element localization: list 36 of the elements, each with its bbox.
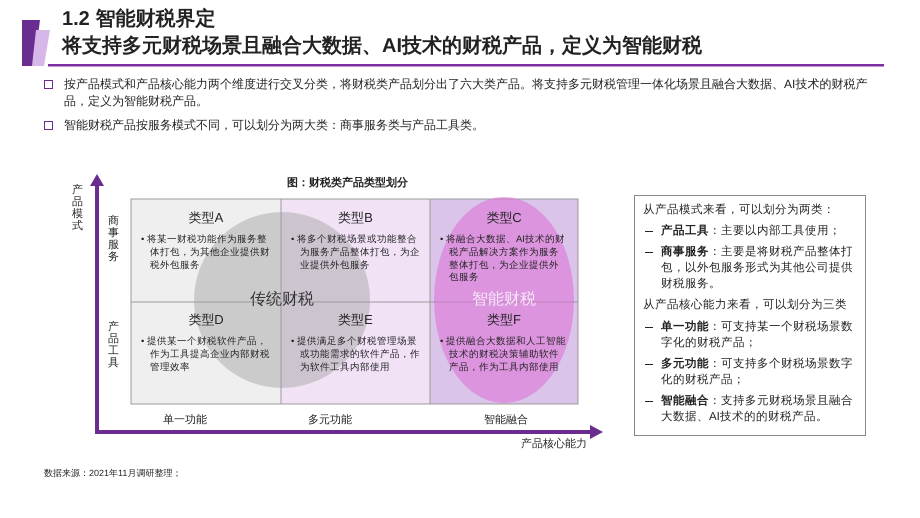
axis-label: 产品模式 xyxy=(72,184,83,232)
quadrant-heading: 类型A xyxy=(188,209,224,227)
bullet-text: 智能财税产品按服务模式不同，可以划分为两大类：商事服务类与产品工具类。 xyxy=(64,117,485,134)
quadrant-description: • 提供满足多个财税管理场景或功能需求的软件产品，作为软件工具内部使用 xyxy=(291,336,420,374)
figure-caption: 图：财税类产品类型划分 xyxy=(287,176,408,190)
quadrant-heading: 类型C xyxy=(486,209,522,227)
quadrant-heading: 类型F xyxy=(487,311,521,329)
column-label: 单一功能 xyxy=(163,413,207,427)
quadrant-description: • 将某一财税功能作为服务整体打包，为其他企业提供财税外包服务 xyxy=(141,234,271,272)
quadrant-description: • 将多个财税场景或功能整合为服务产品整体打包，为企业提供外包服务 xyxy=(291,234,420,272)
quadrant-description: • 提供某一个财税软件产品，作为工具提高企业内部财税管理效率 xyxy=(141,336,271,374)
region-label: 传统财税 xyxy=(250,290,314,310)
axis-label: 产品核心能力 xyxy=(521,436,587,451)
slide-title: 1.2 智能财税界定 xyxy=(62,6,216,32)
bullet-text: 按产品模式和产品核心能力两个维度进行交叉分类，将财税类产品划分出了六大类产品。将支持多元财税管理一体化场景且融合大数据、AI技术的财税产品，定义为智能财税产品。 xyxy=(64,76,868,110)
ellipse-region xyxy=(434,197,574,403)
text-panel xyxy=(634,195,866,436)
quadrant-heading: 类型B xyxy=(338,209,373,227)
panel-heading: 从产品模式来看，可以划分为两类： xyxy=(643,202,836,218)
panel-heading: 从产品核心能力来看，可以划分为三类 xyxy=(643,297,848,314)
panel-item: 智能融合：支持多元财税场景且融合大数据、AI技术的的财税产品。 xyxy=(661,393,854,426)
panel-item: 单一功能：可支持某一个财税场景数字化的财税产品； xyxy=(661,319,854,351)
column-label: 智能融合 xyxy=(484,413,528,427)
row-label: 产品工具 xyxy=(108,321,119,370)
source-note: 数据来源：2021年11月调研整理； xyxy=(44,467,182,480)
panel-item: 商事服务：主要是将财税产品整体打包，以外包服务形式为其他公司提供财税服务。 xyxy=(661,244,854,292)
slide-subtitle: 将支持多元财税场景且融合大数据、AI技术的财税产品，定义为智能财税 xyxy=(62,34,703,59)
column-label: 多元功能 xyxy=(308,413,352,427)
quadrant-heading: 类型E xyxy=(338,311,373,329)
quadrant-heading: 类型D xyxy=(188,311,224,329)
quadrant-description: • 提供融合大数据和人工智能技术的财税决策辅助软件产品，作为工具内部使用 xyxy=(440,336,567,374)
quadrant-description: • 将融合大数据、AI技术的财税产品解决方案作为服务整体打包，为企业提供外包服务 xyxy=(440,234,566,286)
region-label: 智能财税 xyxy=(472,290,536,310)
row-label: 商事服务 xyxy=(108,215,119,264)
panel-item: 多元功能：可支持多个财税场景数字化的财税产品； xyxy=(661,356,854,388)
panel-item: 产品工具：主要以内部工具使用； xyxy=(661,223,841,240)
